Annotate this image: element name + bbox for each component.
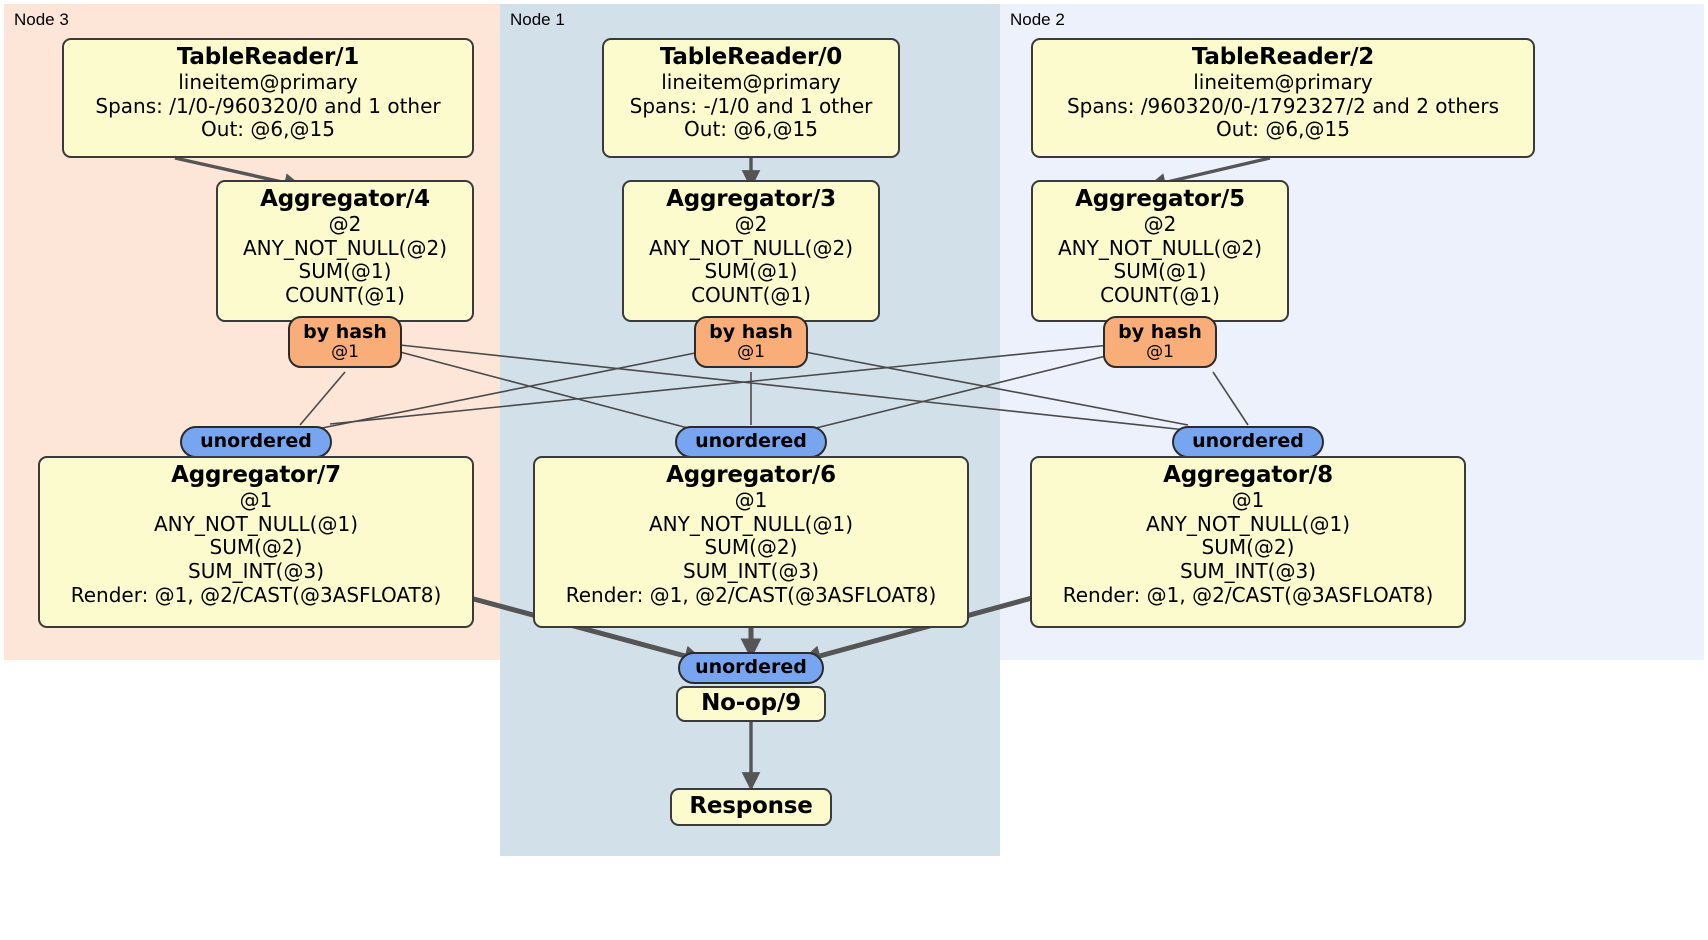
processor-detail-groupcols: @2 xyxy=(734,212,768,237)
processor-detail-agg2: SUM(@2) xyxy=(704,535,798,560)
processor-title: Aggregator/5 xyxy=(1075,186,1245,212)
processor-detail-groupcols: @2 xyxy=(1143,212,1177,237)
processor-aggregator5[interactable]: Aggregator/5 @2 ANY_NOT_NULL(@2) SUM(@1)… xyxy=(1031,180,1289,322)
processor-detail-spans: Spans: /960320/0-/1792327/2 and 2 others xyxy=(1066,93,1499,118)
processor-aggregator6[interactable]: Aggregator/6 @1 ANY_NOT_NULL(@1) SUM(@2)… xyxy=(533,456,969,628)
processor-detail-agg1: ANY_NOT_NULL(@1) xyxy=(649,511,853,536)
processor-detail-groupcols: @1 xyxy=(1231,488,1265,513)
processor-detail-spans: Spans: -/1/0 and 1 other xyxy=(629,93,873,118)
sync-unordered-center[interactable]: unordered xyxy=(675,426,827,458)
processor-detail-agg3: COUNT(@1) xyxy=(285,282,405,307)
processor-detail-agg3: SUM_INT(@3) xyxy=(1180,558,1316,583)
sync-unordered-right[interactable]: unordered xyxy=(1172,426,1324,458)
processor-detail-out: Out: @6,@15 xyxy=(201,117,335,142)
sync-label: unordered xyxy=(1192,430,1304,453)
processor-aggregator7[interactable]: Aggregator/7 @1 ANY_NOT_NULL(@1) SUM(@2)… xyxy=(38,456,474,628)
processor-detail-table: lineitem@primary xyxy=(661,70,841,95)
router-label: by hash xyxy=(303,320,387,343)
router-label: by hash xyxy=(709,320,793,343)
router-sublabel: @1 xyxy=(1146,342,1174,363)
processor-detail-agg2: SUM(@1) xyxy=(298,259,392,284)
processor-detail-agg2: SUM(@1) xyxy=(704,259,798,284)
processor-detail-out: Out: @6,@15 xyxy=(684,117,818,142)
processor-detail-render: Render: @1, @2/CAST(@3ASFLOAT8) xyxy=(565,582,937,607)
processor-detail-out: Out: @6,@15 xyxy=(1216,117,1350,142)
sync-label: unordered xyxy=(695,656,807,679)
processor-detail-groupcols: @2 xyxy=(328,212,362,237)
processor-title: Aggregator/6 xyxy=(666,462,836,488)
router-label: by hash xyxy=(1118,320,1202,343)
processor-detail-agg1: ANY_NOT_NULL(@1) xyxy=(1146,511,1350,536)
processor-title: Response xyxy=(689,793,813,820)
node-label-node1: Node 1 xyxy=(510,10,565,29)
processor-tablereader0[interactable]: TableReader/0 lineitem@primary Spans: -/… xyxy=(602,38,900,158)
processor-title: TableReader/2 xyxy=(1191,44,1375,70)
processor-tablereader1[interactable]: TableReader/1 lineitem@primary Spans: /1… xyxy=(62,38,474,158)
processor-detail-agg1: ANY_NOT_NULL(@1) xyxy=(154,511,358,536)
processor-title: TableReader/0 xyxy=(659,44,843,70)
processor-detail-groupcols: @1 xyxy=(239,488,273,513)
processor-tablereader2[interactable]: TableReader/2 lineitem@primary Spans: /9… xyxy=(1031,38,1535,158)
processor-aggregator8[interactable]: Aggregator/8 @1 ANY_NOT_NULL(@1) SUM(@2)… xyxy=(1030,456,1466,628)
processor-detail-table: lineitem@primary xyxy=(178,70,358,95)
processor-detail-agg3: COUNT(@1) xyxy=(1100,282,1220,307)
sync-label: unordered xyxy=(695,430,807,453)
processor-title: Aggregator/8 xyxy=(1163,462,1333,488)
processor-detail-table: lineitem@primary xyxy=(1193,70,1373,95)
processor-aggregator4[interactable]: Aggregator/4 @2 ANY_NOT_NULL(@2) SUM(@1)… xyxy=(216,180,474,322)
processor-detail-agg1: ANY_NOT_NULL(@2) xyxy=(1058,235,1262,260)
processor-title: Aggregator/4 xyxy=(260,186,430,212)
processor-detail-agg2: SUM(@2) xyxy=(1201,535,1295,560)
processor-title: TableReader/1 xyxy=(176,44,360,70)
sync-unordered-left[interactable]: unordered xyxy=(180,426,332,458)
router-by-hash-right[interactable]: by hash @1 xyxy=(1103,316,1217,368)
processor-title: Aggregator/7 xyxy=(171,462,341,488)
router-sublabel: @1 xyxy=(737,342,765,363)
processor-detail-render: Render: @1, @2/CAST(@3ASFLOAT8) xyxy=(70,582,442,607)
sync-unordered-final[interactable]: unordered xyxy=(678,652,824,684)
processor-detail-agg2: SUM(@2) xyxy=(209,535,303,560)
router-by-hash-center[interactable]: by hash @1 xyxy=(694,316,808,368)
node-label-node2: Node 2 xyxy=(1010,10,1065,29)
node-label-node3: Node 3 xyxy=(14,10,69,29)
processor-detail-groupcols: @1 xyxy=(734,488,768,513)
processor-detail-spans: Spans: /1/0-/960320/0 and 1 other xyxy=(95,93,441,118)
sync-label: unordered xyxy=(200,430,312,453)
processor-detail-agg1: ANY_NOT_NULL(@2) xyxy=(243,235,447,260)
processor-response[interactable]: Response xyxy=(670,788,832,826)
processor-detail-agg3: COUNT(@1) xyxy=(691,282,811,307)
processor-title: Aggregator/3 xyxy=(666,186,836,212)
router-by-hash-left[interactable]: by hash @1 xyxy=(288,316,402,368)
processor-detail-agg1: ANY_NOT_NULL(@2) xyxy=(649,235,853,260)
processor-detail-agg2: SUM(@1) xyxy=(1113,259,1207,284)
processor-detail-agg3: SUM_INT(@3) xyxy=(683,558,819,583)
processor-aggregator3[interactable]: Aggregator/3 @2 ANY_NOT_NULL(@2) SUM(@1)… xyxy=(622,180,880,322)
processor-title: No-op/9 xyxy=(701,690,801,717)
router-sublabel: @1 xyxy=(331,342,359,363)
processor-noop9[interactable]: No-op/9 xyxy=(676,686,826,722)
processor-detail-render: Render: @1, @2/CAST(@3ASFLOAT8) xyxy=(1062,582,1434,607)
processor-detail-agg3: SUM_INT(@3) xyxy=(188,558,324,583)
